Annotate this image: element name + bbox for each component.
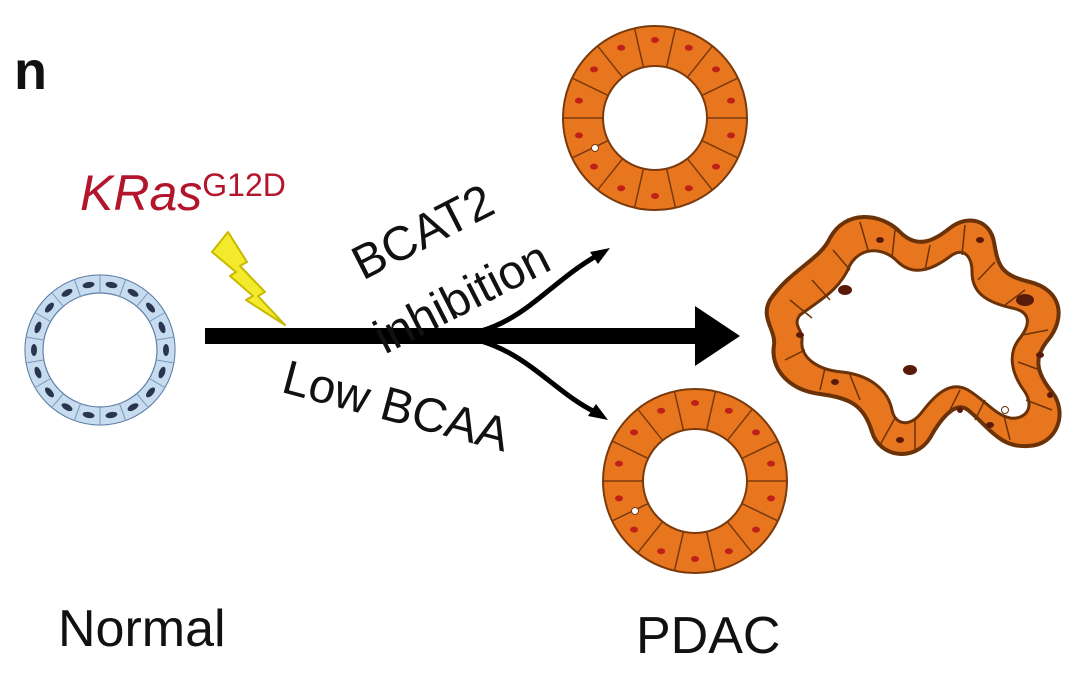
label-pdac: PDAC xyxy=(636,607,781,665)
label-normal: Normal xyxy=(58,600,226,658)
gene-mutation: G12D xyxy=(202,167,286,203)
pdac-tumor-icon xyxy=(764,215,1062,456)
acinus-icon xyxy=(562,25,748,211)
acinus-icon xyxy=(602,388,788,574)
branch-arrow-up xyxy=(454,248,610,339)
gene-label: KRasG12D xyxy=(80,168,286,218)
normal-duct-icon xyxy=(24,274,176,426)
branch-arrow-down xyxy=(454,333,608,420)
panel-label: n xyxy=(14,41,47,101)
lightning-bolt-icon xyxy=(211,231,286,326)
gene-name: KRas xyxy=(80,165,203,221)
